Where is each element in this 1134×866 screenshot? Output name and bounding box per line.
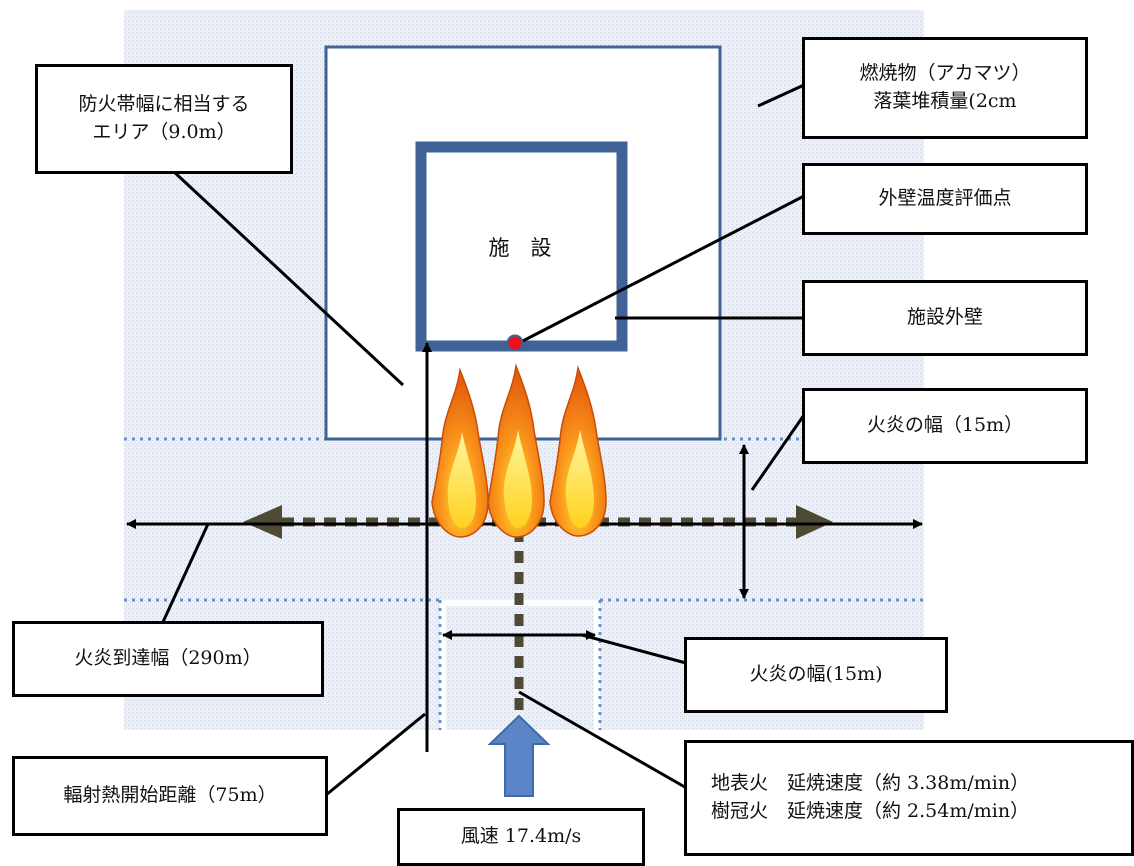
flame-icon — [549, 365, 607, 537]
evaluation-point-marker — [506, 334, 524, 352]
flame-icon — [431, 367, 489, 538]
eval-point-label: 外壁温度評価点 — [802, 163, 1088, 235]
flame-width-label-center: 火炎の幅(15m) — [684, 637, 948, 713]
firebreak-line-1: 防火帯幅に相当する — [78, 93, 250, 116]
fuel-label: 燃焼物（アカマツ） 落葉堆積量(2cm — [802, 37, 1088, 139]
firebreak-area-label: 防火帯幅に相当する エリア（9.0m） — [35, 64, 293, 174]
spread-speed-label: 地表火 延焼速度（約 3.38m/min） 樹冠火 延焼速度（約 2.54m/m… — [684, 740, 1134, 856]
crown-fire-speed: 樹冠火 延焼速度（約 2.54m/min） — [711, 800, 1030, 822]
facility-building — [415, 141, 628, 352]
radiant-heat-start-label: 輻射熱開始距離（75m） — [12, 756, 328, 836]
fuel-line-2: 落葉堆積量(2cm — [873, 90, 1017, 112]
flame-reach-label: 火炎到達幅（290m） — [12, 621, 324, 697]
wind-arrow-icon — [487, 714, 551, 797]
surface-fire-speed: 地表火 延焼速度（約 3.38m/min） — [711, 772, 1030, 795]
facility-label: 施 設 — [488, 236, 552, 260]
connector-lines — [161, 83, 806, 797]
flame-icon — [487, 363, 545, 538]
firebreak-line-2: エリア（9.0m） — [92, 121, 236, 143]
fuel-line-1: 燃焼物（アカマツ） — [859, 62, 1031, 85]
wind-speed-label: 風速 17.4m/s — [397, 808, 645, 866]
facility-wall-label: 施設外壁 — [802, 280, 1088, 356]
flame-width-label-right: 火炎の幅（15m） — [802, 388, 1088, 464]
